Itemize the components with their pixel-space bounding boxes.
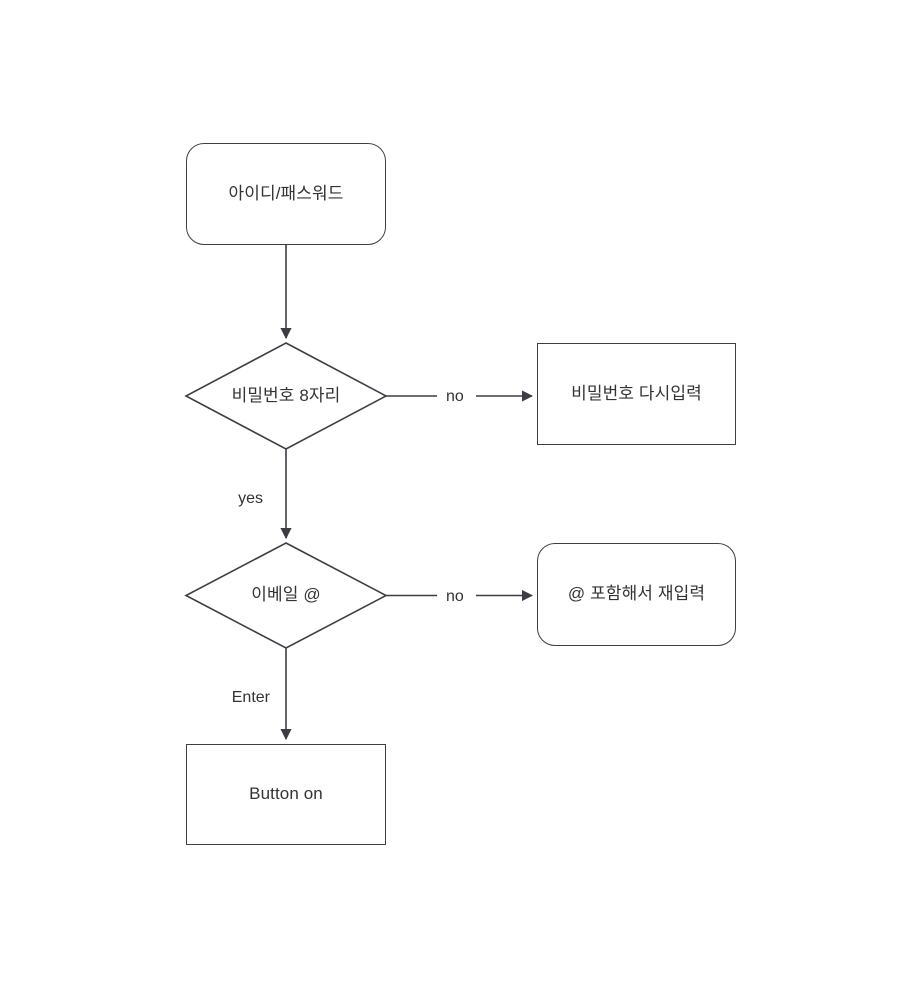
edge-label-enter: Enter <box>226 688 275 708</box>
node-start[interactable]: 아이디/패스워드 <box>186 143 386 245</box>
node-button-on-label: Button on <box>249 784 323 804</box>
node-retry-email-label: @ 포함해서 재입력 <box>567 584 706 604</box>
node-retry-password[interactable]: 비밀번호 다시입력 <box>537 343 736 445</box>
edge-label-yes: yes <box>233 489 268 509</box>
node-retry-password-label: 비밀번호 다시입력 <box>571 383 702 403</box>
node-check-email[interactable]: 이베일 @ <box>186 543 386 648</box>
node-check-password[interactable]: 비밀번호 8자리 <box>186 343 386 449</box>
node-check-password-label: 비밀번호 8자리 <box>231 385 341 405</box>
edge-label-no-password: no <box>441 387 469 407</box>
node-retry-email[interactable]: @ 포함해서 재입력 <box>537 543 736 646</box>
node-start-label: 아이디/패스워드 <box>228 183 344 203</box>
node-check-email-label: 이베일 @ <box>251 585 321 605</box>
edge-label-no-email: no <box>441 587 469 607</box>
node-button-on[interactable]: Button on <box>186 744 386 845</box>
